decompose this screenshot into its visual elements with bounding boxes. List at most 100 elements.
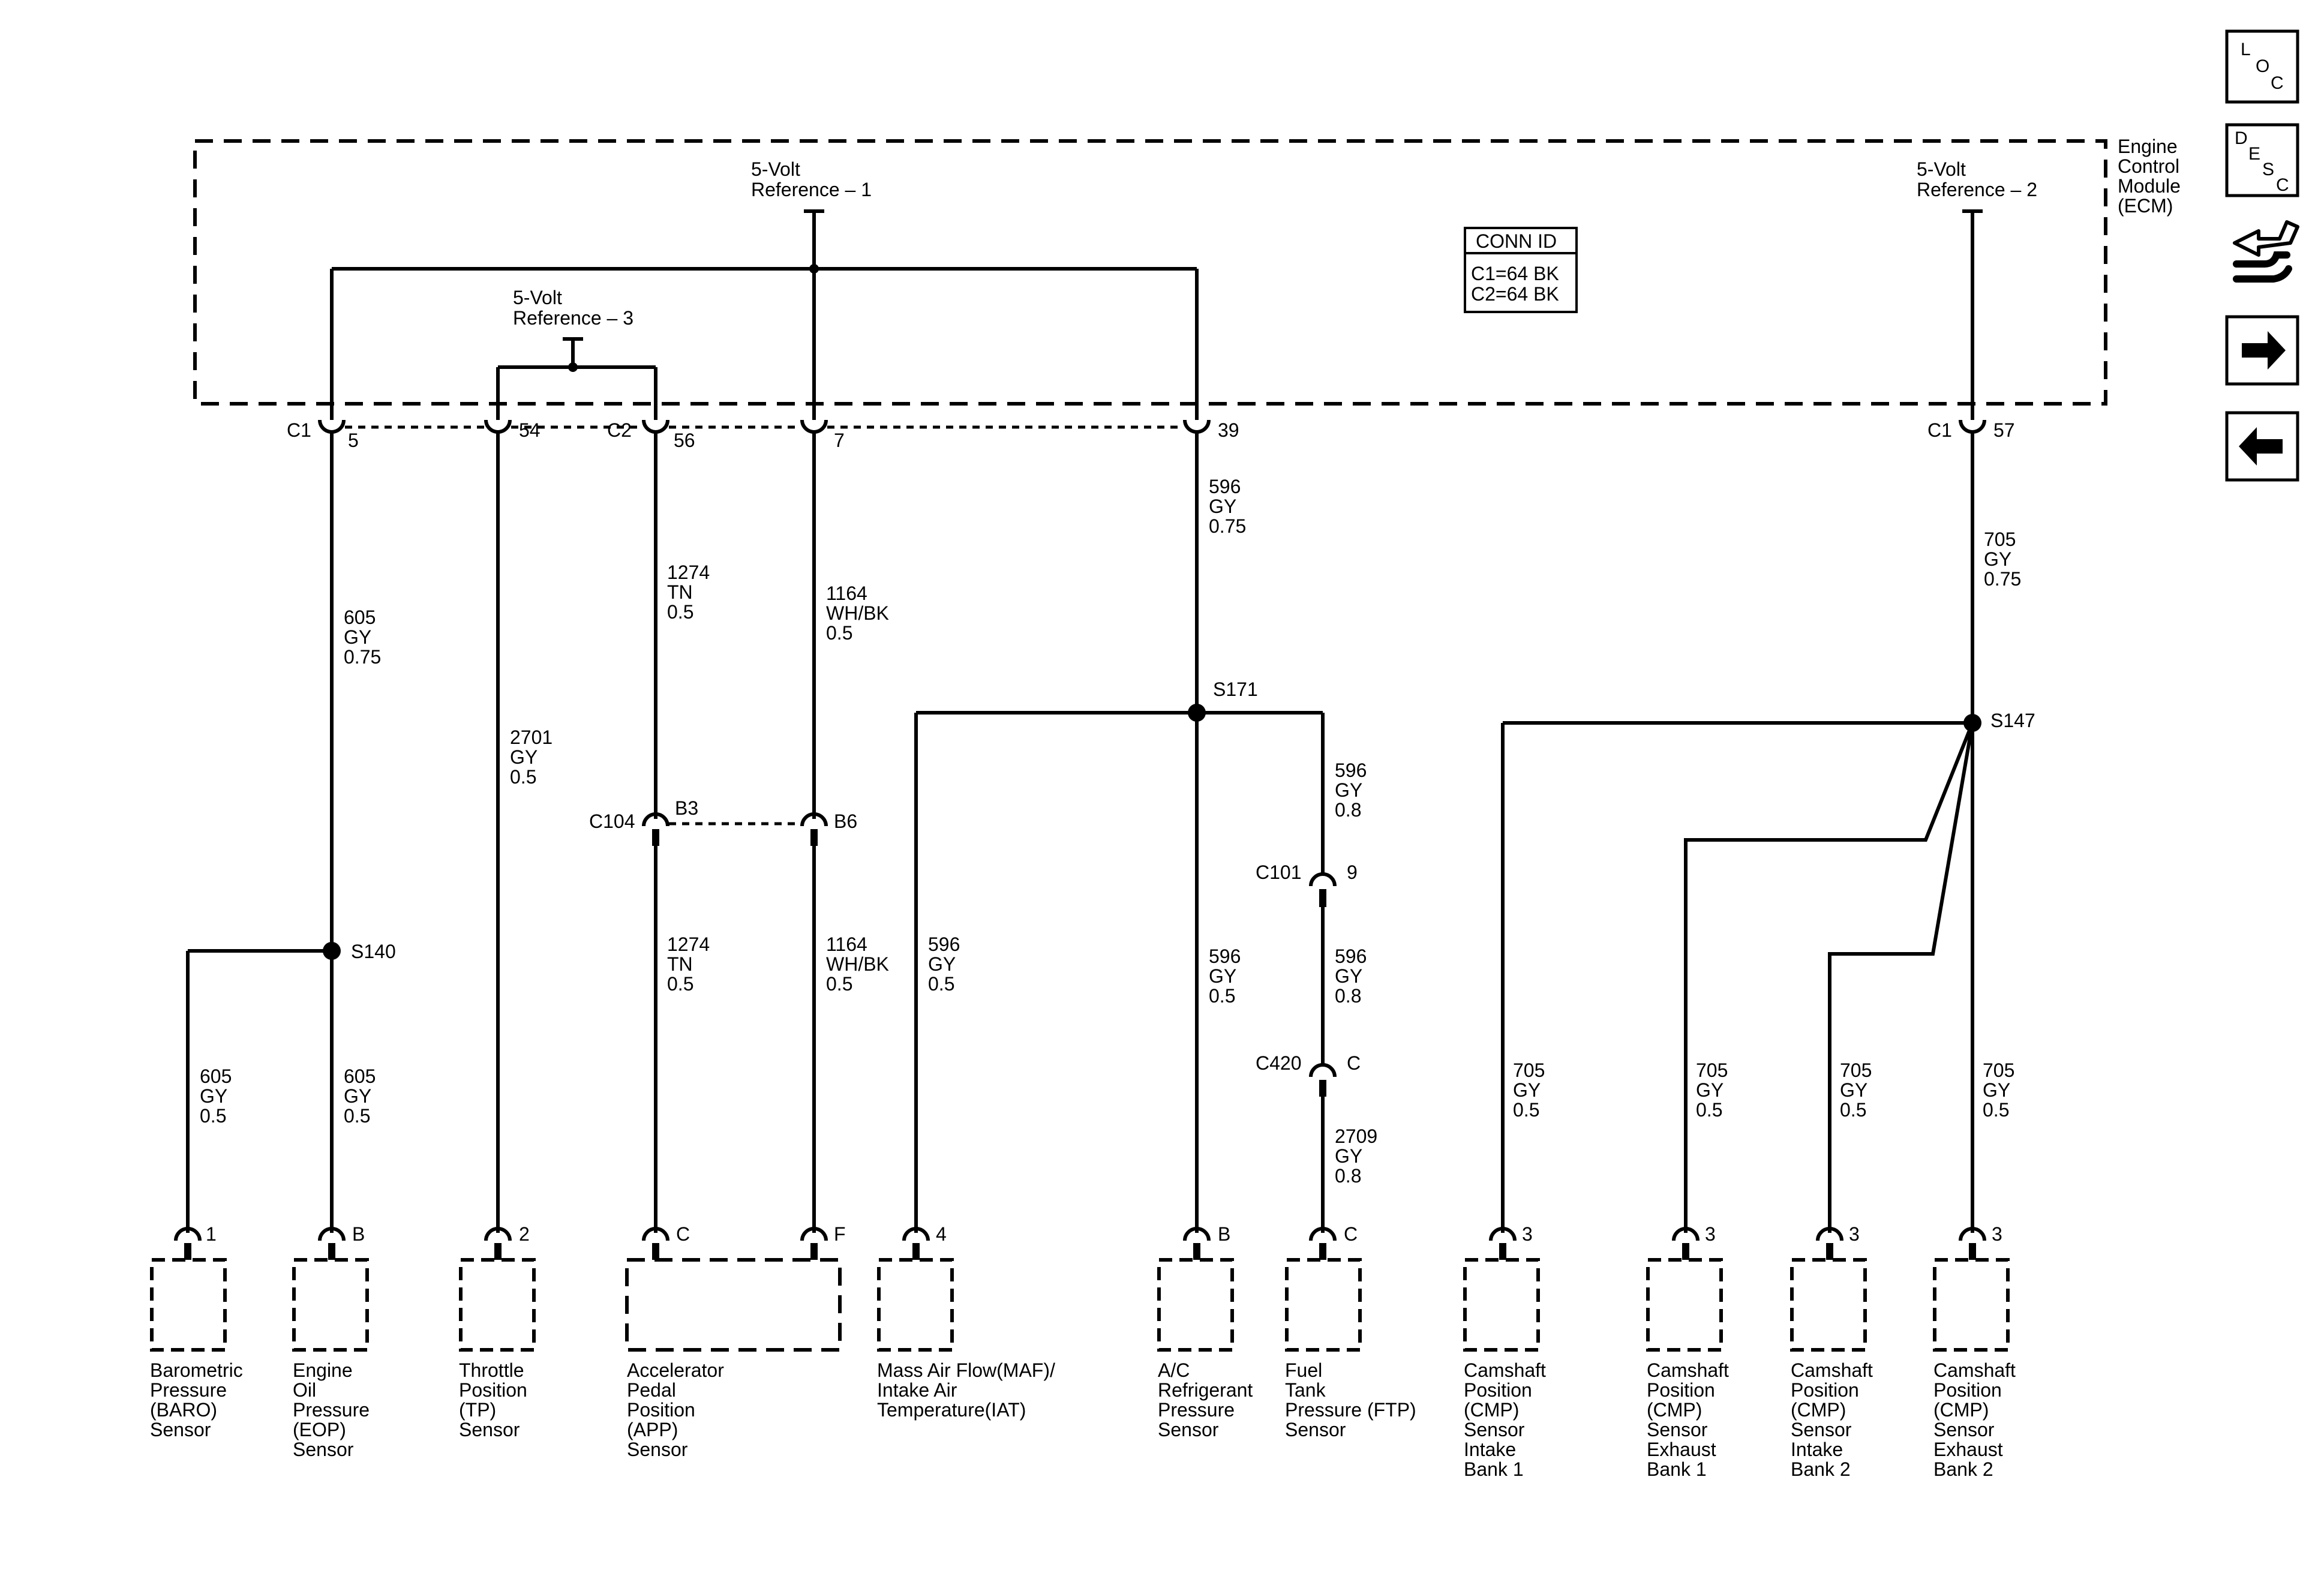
svg-text:WH/BK: WH/BK [826, 953, 889, 975]
svg-text:0.5: 0.5 [1209, 985, 1235, 1007]
svg-text:1274: 1274 [667, 562, 710, 583]
svg-text:(CMP): (CMP) [1464, 1399, 1519, 1421]
svg-text:1: 1 [206, 1223, 217, 1245]
svg-text:GY: GY [1984, 548, 2011, 570]
svg-text:Exhaust: Exhaust [1933, 1439, 2003, 1460]
svg-text:Bank 2: Bank 2 [1933, 1458, 1993, 1480]
splice-s171-dot [1188, 704, 1206, 722]
svg-text:Mass Air Flow(MAF)/: Mass Air Flow(MAF)/ [877, 1359, 1055, 1381]
svg-text:TN: TN [667, 953, 693, 975]
svg-text:0.75: 0.75 [1209, 515, 1246, 537]
svg-text:(CMP): (CMP) [1933, 1399, 1989, 1421]
svg-text:3: 3 [1522, 1223, 1533, 1245]
svg-text:GY: GY [344, 626, 371, 648]
svg-text:3: 3 [1849, 1223, 1860, 1245]
svg-text:Pressure: Pressure [293, 1399, 370, 1421]
svg-text:596: 596 [1335, 945, 1367, 967]
svg-text:Temperature(IAT): Temperature(IAT) [877, 1399, 1026, 1421]
svg-text:Sensor: Sensor [627, 1439, 688, 1460]
svg-text:5-Volt: 5-Volt [513, 287, 562, 308]
svg-text:705: 705 [1696, 1059, 1728, 1081]
svg-text:Engine: Engine [2118, 136, 2178, 157]
svg-text:5: 5 [348, 430, 359, 451]
svg-text:Position: Position [459, 1379, 527, 1401]
svg-text:Position: Position [1933, 1379, 2002, 1401]
maf-iat-sensor-label: Mass Air Flow(MAF)/Intake AirTemperature… [877, 1359, 1055, 1421]
svg-text:596: 596 [1209, 945, 1241, 967]
svg-text:S147: S147 [1990, 710, 2035, 731]
svg-text:C: C [676, 1223, 690, 1245]
svg-text:0.5: 0.5 [510, 766, 536, 788]
svg-text:GY: GY [344, 1085, 371, 1107]
svg-text:605: 605 [200, 1065, 232, 1087]
svg-text:4: 4 [936, 1223, 947, 1245]
svg-text:3: 3 [1705, 1223, 1716, 1245]
svg-text:0.8: 0.8 [1335, 985, 1361, 1007]
ecm-internal-wiring [330, 209, 1983, 420]
svg-text:705: 705 [1984, 529, 2016, 550]
svg-text:GY: GY [1696, 1079, 1724, 1101]
svg-text:57: 57 [1993, 419, 2015, 441]
svg-text:Pedal: Pedal [627, 1379, 676, 1401]
svg-text:GY: GY [1840, 1079, 1867, 1101]
arrow-right-icon[interactable] [2225, 315, 2299, 386]
svg-text:0.5: 0.5 [826, 622, 852, 644]
svg-text:9: 9 [1347, 861, 1358, 883]
svg-text:Reference – 2: Reference – 2 [1917, 179, 2037, 200]
svg-text:C: C [1344, 1223, 1358, 1245]
svg-text:596: 596 [1335, 760, 1367, 781]
component-boxes [150, 1258, 2010, 1352]
svg-text:(CMP): (CMP) [1791, 1399, 1846, 1421]
svg-text:Fuel: Fuel [1285, 1359, 1322, 1381]
svg-text:3: 3 [1992, 1223, 2002, 1245]
svg-text:1274: 1274 [667, 933, 710, 955]
svg-text:Bank 1: Bank 1 [1647, 1458, 1707, 1480]
svg-text:56: 56 [674, 430, 695, 451]
svg-text:Position: Position [1791, 1379, 1859, 1401]
svg-text:GY: GY [1335, 965, 1362, 987]
nav-toolbar: L O C D E S C [2225, 29, 2299, 482]
arrow-left-icon[interactable] [2225, 411, 2299, 482]
svg-text:Camshaft: Camshaft [1464, 1359, 1546, 1381]
splice-s147-dot [1963, 714, 1981, 732]
connector-wrench-icon[interactable] [2233, 220, 2299, 283]
svg-text:2701: 2701 [510, 727, 553, 748]
svg-text:Bank 1: Bank 1 [1464, 1458, 1524, 1480]
component-pins: 1 B 2 C F 4 B C 3 3 3 3 [174, 1223, 2002, 1260]
svg-text:Pressure (FTP): Pressure (FTP) [1285, 1399, 1416, 1421]
svg-text:2: 2 [519, 1223, 530, 1245]
svg-text:O: O [2256, 56, 2269, 76]
svg-text:Barometric: Barometric [150, 1359, 243, 1381]
svg-text:2709: 2709 [1335, 1125, 1377, 1147]
svg-text:GY: GY [1209, 496, 1236, 517]
svg-text:C: C [1347, 1052, 1361, 1074]
svg-text:Oil: Oil [293, 1379, 316, 1401]
svg-text:Control: Control [2118, 155, 2179, 177]
svg-text:0.5: 0.5 [200, 1105, 226, 1127]
svg-text:GY: GY [928, 953, 956, 975]
svg-text:0.75: 0.75 [344, 646, 381, 668]
svg-text:0.8: 0.8 [1335, 799, 1361, 821]
svg-text:GY: GY [1335, 779, 1362, 801]
svg-text:Pressure: Pressure [150, 1379, 227, 1401]
svg-text:Position: Position [1647, 1379, 1715, 1401]
svg-text:S140: S140 [351, 941, 396, 962]
svg-text:C1=64 BK: C1=64 BK [1471, 263, 1559, 284]
loc-icon[interactable]: L O C [2225, 29, 2299, 104]
svg-text:C420: C420 [1256, 1052, 1302, 1074]
svg-text:Sensor: Sensor [1791, 1419, 1852, 1440]
desc-icon[interactable]: D E S C [2225, 123, 2299, 197]
svg-text:TN: TN [667, 581, 693, 603]
